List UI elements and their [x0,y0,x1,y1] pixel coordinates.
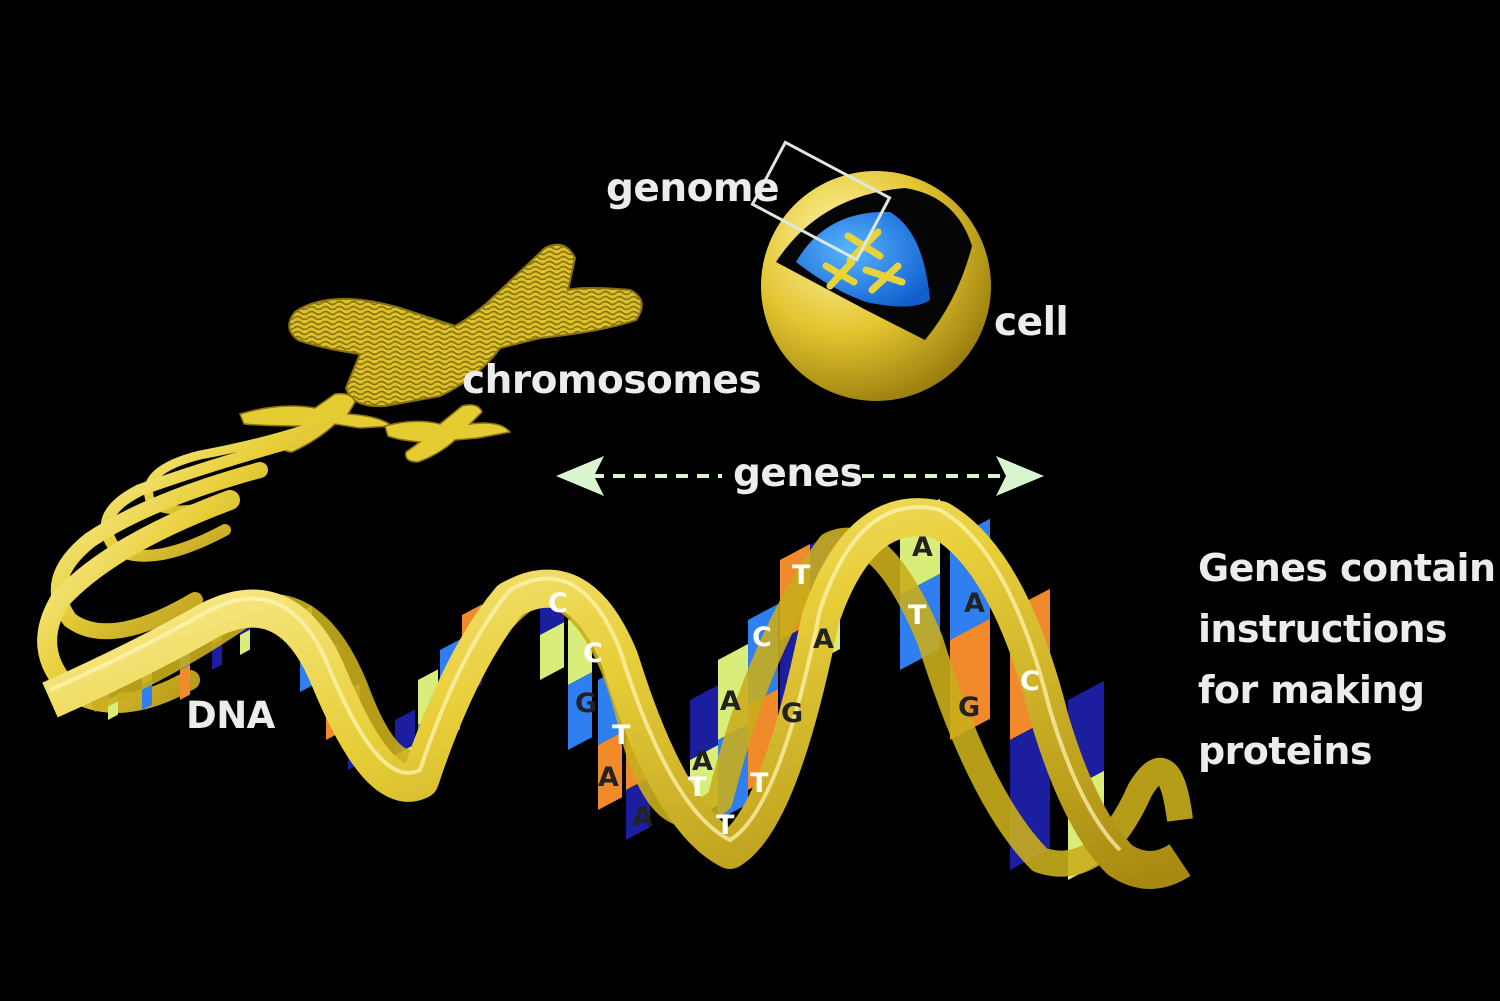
cell-illustration [752,142,991,401]
label-genes: genes [733,451,862,496]
base-letter: T [716,810,735,841]
base-letter: G [958,692,980,723]
base-letter: T [688,772,707,803]
base-letter: A [813,624,834,655]
base-letter: T [750,768,769,799]
label-dna: DNA [186,694,275,737]
label-cell: cell [994,300,1068,345]
small-chromosome-right [385,405,510,462]
caption-line: for making [1198,660,1495,721]
base-letter: C [1020,666,1040,697]
base-letter: T [908,600,927,631]
caption-line: Genes contain [1198,538,1495,599]
base-letter: A [632,802,653,833]
caption-text: Genes contain instructions for making pr… [1198,538,1495,782]
base-letter: G [781,698,803,729]
caption-line: instructions [1198,599,1495,660]
arrow-right-head [996,456,1044,496]
base-letter: C [583,638,603,669]
base-letter: A [720,686,741,717]
base-letter: A [912,532,933,563]
base-letter: G [575,688,597,719]
base-letter: A [964,588,985,619]
base-letter: T [792,560,811,591]
base-letter: A [598,762,619,793]
base-letter: C [752,622,772,653]
caption-line: proteins [1198,721,1495,782]
base-letter: C [548,588,568,619]
label-chromosomes: chromosomes [462,358,761,403]
label-genome: genome [606,166,779,211]
base-letter: T [612,720,631,751]
